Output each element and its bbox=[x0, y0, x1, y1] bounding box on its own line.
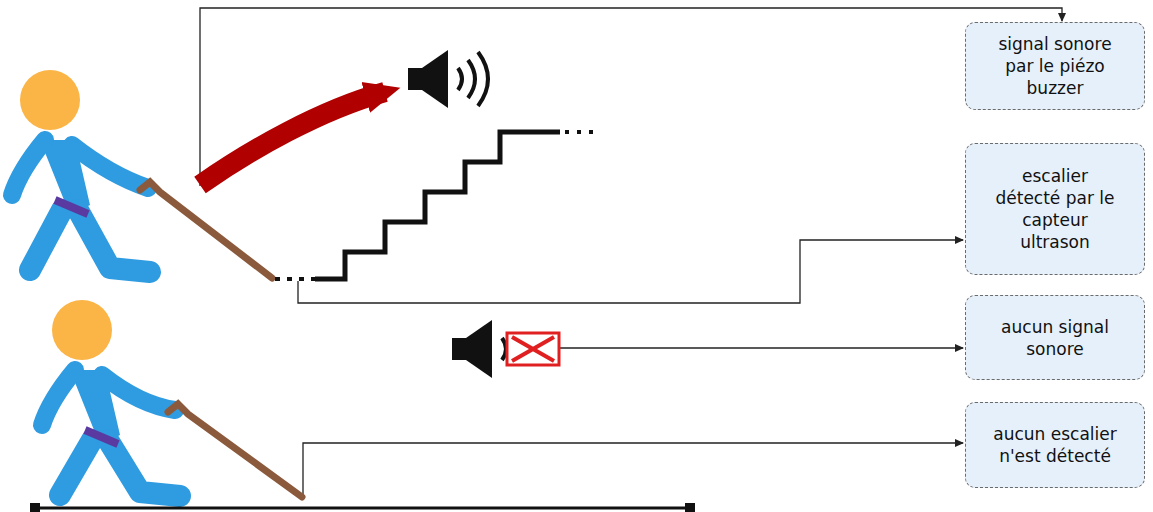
person-figure bbox=[42, 300, 302, 497]
speaker-icon bbox=[408, 50, 488, 108]
box-text: signal sonore par le piézo buzzer bbox=[988, 33, 1122, 99]
signal-arrow bbox=[200, 92, 385, 185]
box-text: escalier détecté par le capteur ultrason bbox=[992, 165, 1118, 253]
stairs bbox=[275, 132, 595, 279]
note-box: aucun signal sonore bbox=[965, 295, 1145, 380]
leader-line bbox=[298, 240, 963, 303]
note-box: signal sonore par le piézo buzzer bbox=[965, 22, 1145, 110]
leader-line bbox=[303, 443, 963, 496]
note-box: escalier détecté par le capteur ultrason bbox=[965, 143, 1145, 275]
muted-speaker-icon bbox=[452, 320, 559, 378]
ground-line bbox=[30, 503, 695, 512]
box-text: aucun signal sonore bbox=[994, 316, 1116, 360]
leader-line bbox=[200, 8, 1062, 186]
box-text: aucun escalier n'est détecté bbox=[976, 423, 1134, 467]
leader-line bbox=[560, 347, 963, 348]
note-box: aucun escalier n'est détecté bbox=[965, 402, 1145, 488]
